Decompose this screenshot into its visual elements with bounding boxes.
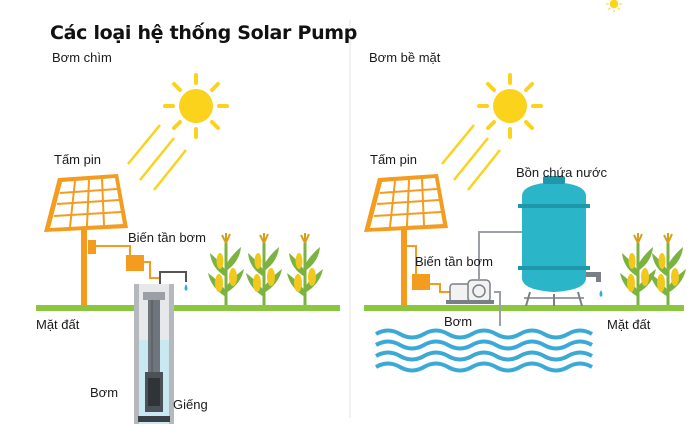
left-panel-label: Tấm pin bbox=[54, 152, 101, 167]
right-pump-label: Bơm bbox=[444, 314, 473, 329]
inverter-icon bbox=[126, 255, 144, 271]
left-pump-label: Bơm bbox=[90, 385, 119, 400]
right-ground-label: Mặt đất bbox=[607, 317, 651, 332]
left-well-label: Giếng bbox=[173, 397, 208, 412]
solar-panel-icon bbox=[44, 174, 128, 308]
left-ground-label: Mặt đất bbox=[36, 317, 80, 332]
sun-icon bbox=[477, 73, 543, 139]
corn-plant-icon bbox=[206, 231, 325, 307]
left-submersible-scene bbox=[36, 73, 340, 424]
submersible-pump-icon bbox=[134, 284, 174, 424]
inverter-icon bbox=[412, 274, 430, 290]
right-heading: Bơm bề mặt bbox=[369, 50, 441, 65]
water-wave-icon bbox=[374, 328, 594, 373]
right-surface-scene bbox=[364, 73, 688, 373]
surface-pump-icon bbox=[446, 279, 494, 304]
page-title: Các loại hệ thống Solar Pump bbox=[50, 22, 358, 44]
solar-panel-icon bbox=[364, 174, 448, 308]
ground-line bbox=[364, 305, 684, 311]
sun-icon bbox=[605, 0, 623, 13]
left-heading: Bơm chìm bbox=[52, 50, 112, 65]
sun-icon bbox=[163, 73, 229, 139]
left-inverter-label: Biến tần bơm bbox=[128, 230, 206, 245]
ground-line bbox=[36, 305, 340, 311]
corn-plant-icon bbox=[618, 231, 688, 307]
faucet-icon bbox=[586, 272, 603, 297]
right-inverter-label: Biến tần bơm bbox=[415, 254, 493, 269]
water-tank-icon bbox=[518, 176, 590, 307]
right-panel-label: Tấm pin bbox=[370, 152, 417, 167]
right-tank-label: Bồn chứa nước bbox=[516, 165, 607, 180]
